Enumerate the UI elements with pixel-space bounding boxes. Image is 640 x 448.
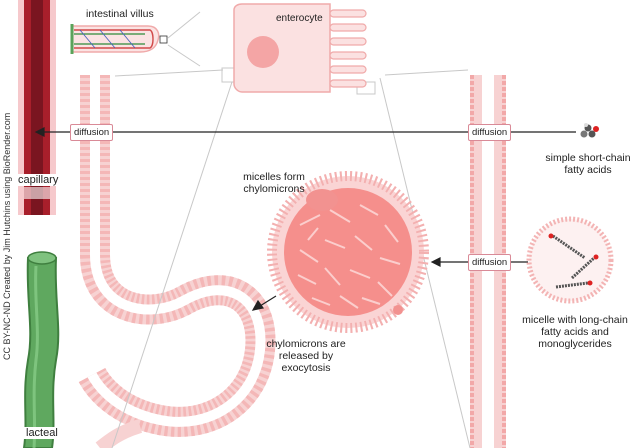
villus-icon xyxy=(70,24,168,54)
fatty-acid-molecule xyxy=(580,123,599,138)
label-intestinal-villus: intestinal villus xyxy=(86,8,154,20)
left-membrane xyxy=(78,75,276,448)
lacteal-vessel xyxy=(22,251,60,448)
label-short-chain: simple short-chain fatty acids xyxy=(545,152,631,176)
label-capillary: capillary xyxy=(17,174,60,186)
credit-text: CC BY-NC-ND Created by Jim Hutchins usin… xyxy=(2,112,12,360)
label-micelle: micelle with long-chain fatty acids and … xyxy=(522,314,628,350)
label-chylomicrons-form: micelles form chylomicrons xyxy=(243,171,305,195)
chylomicron xyxy=(267,171,429,333)
enterocyte-cell xyxy=(233,3,367,93)
micelle xyxy=(526,216,614,304)
diffusion-label-middle: diffusion xyxy=(468,254,512,271)
label-lacteal: lacteal xyxy=(24,427,60,439)
diffusion-label-left: diffusion xyxy=(70,124,114,141)
label-exocytosis: chylomicrons are released by exocytosis xyxy=(266,338,346,374)
label-enterocyte: enterocyte xyxy=(276,13,323,24)
diffusion-label-right: diffusion xyxy=(468,124,512,141)
